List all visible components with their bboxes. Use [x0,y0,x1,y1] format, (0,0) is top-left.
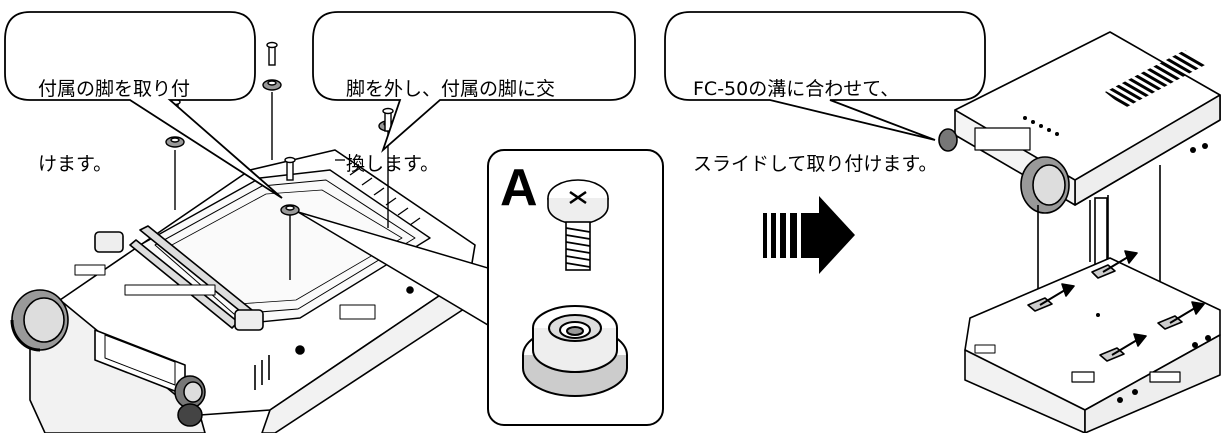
callout-attach-feet [4,11,283,199]
detail-label: A [500,159,538,217]
slot-2 [1091,250,1138,279]
callout-slide-attach-text: FC-50の溝に合わせて、 スライドして取り付けます。 [693,27,938,202]
main-dial [10,289,69,352]
callout-attach-feet-line1: 付属の脚を取り付 [38,78,191,100]
callout-replace-feet-line1: 脚を外し、付属の脚に交 [346,78,556,100]
callout-replace-feet-line2: 換します。 [346,153,440,175]
callout-replace-feet [312,11,636,153]
screw-detail [547,179,609,271]
direction-arrow [763,196,855,274]
radio-underside [29,149,476,434]
slot-4 [1157,301,1205,330]
callout-replace-feet-text: 脚を外し、付属の脚に交 換します。 [346,27,555,202]
callout-slide-attach-line2: スライドして取り付けます。 [693,153,938,175]
foot-left-4 [280,156,300,280]
callout-slide-attach-line1: FC-50の溝に合わせて、 [693,78,900,100]
slot-1 [1027,283,1075,312]
front-knobs [174,375,206,427]
foot-left-3 [378,107,398,228]
slot-3 [1099,333,1147,362]
radio-raised [938,31,1221,214]
vent-grille [1105,50,1205,108]
fc50-unit [964,250,1221,434]
callout-slide-attach [664,11,986,141]
foot-left-2 [262,41,282,160]
callout-attach-feet-text: 付属の脚を取り付 けます。 [38,27,190,202]
rubber-foot-detail [522,305,628,397]
callout-attach-feet-line2: けます。 [38,153,113,175]
